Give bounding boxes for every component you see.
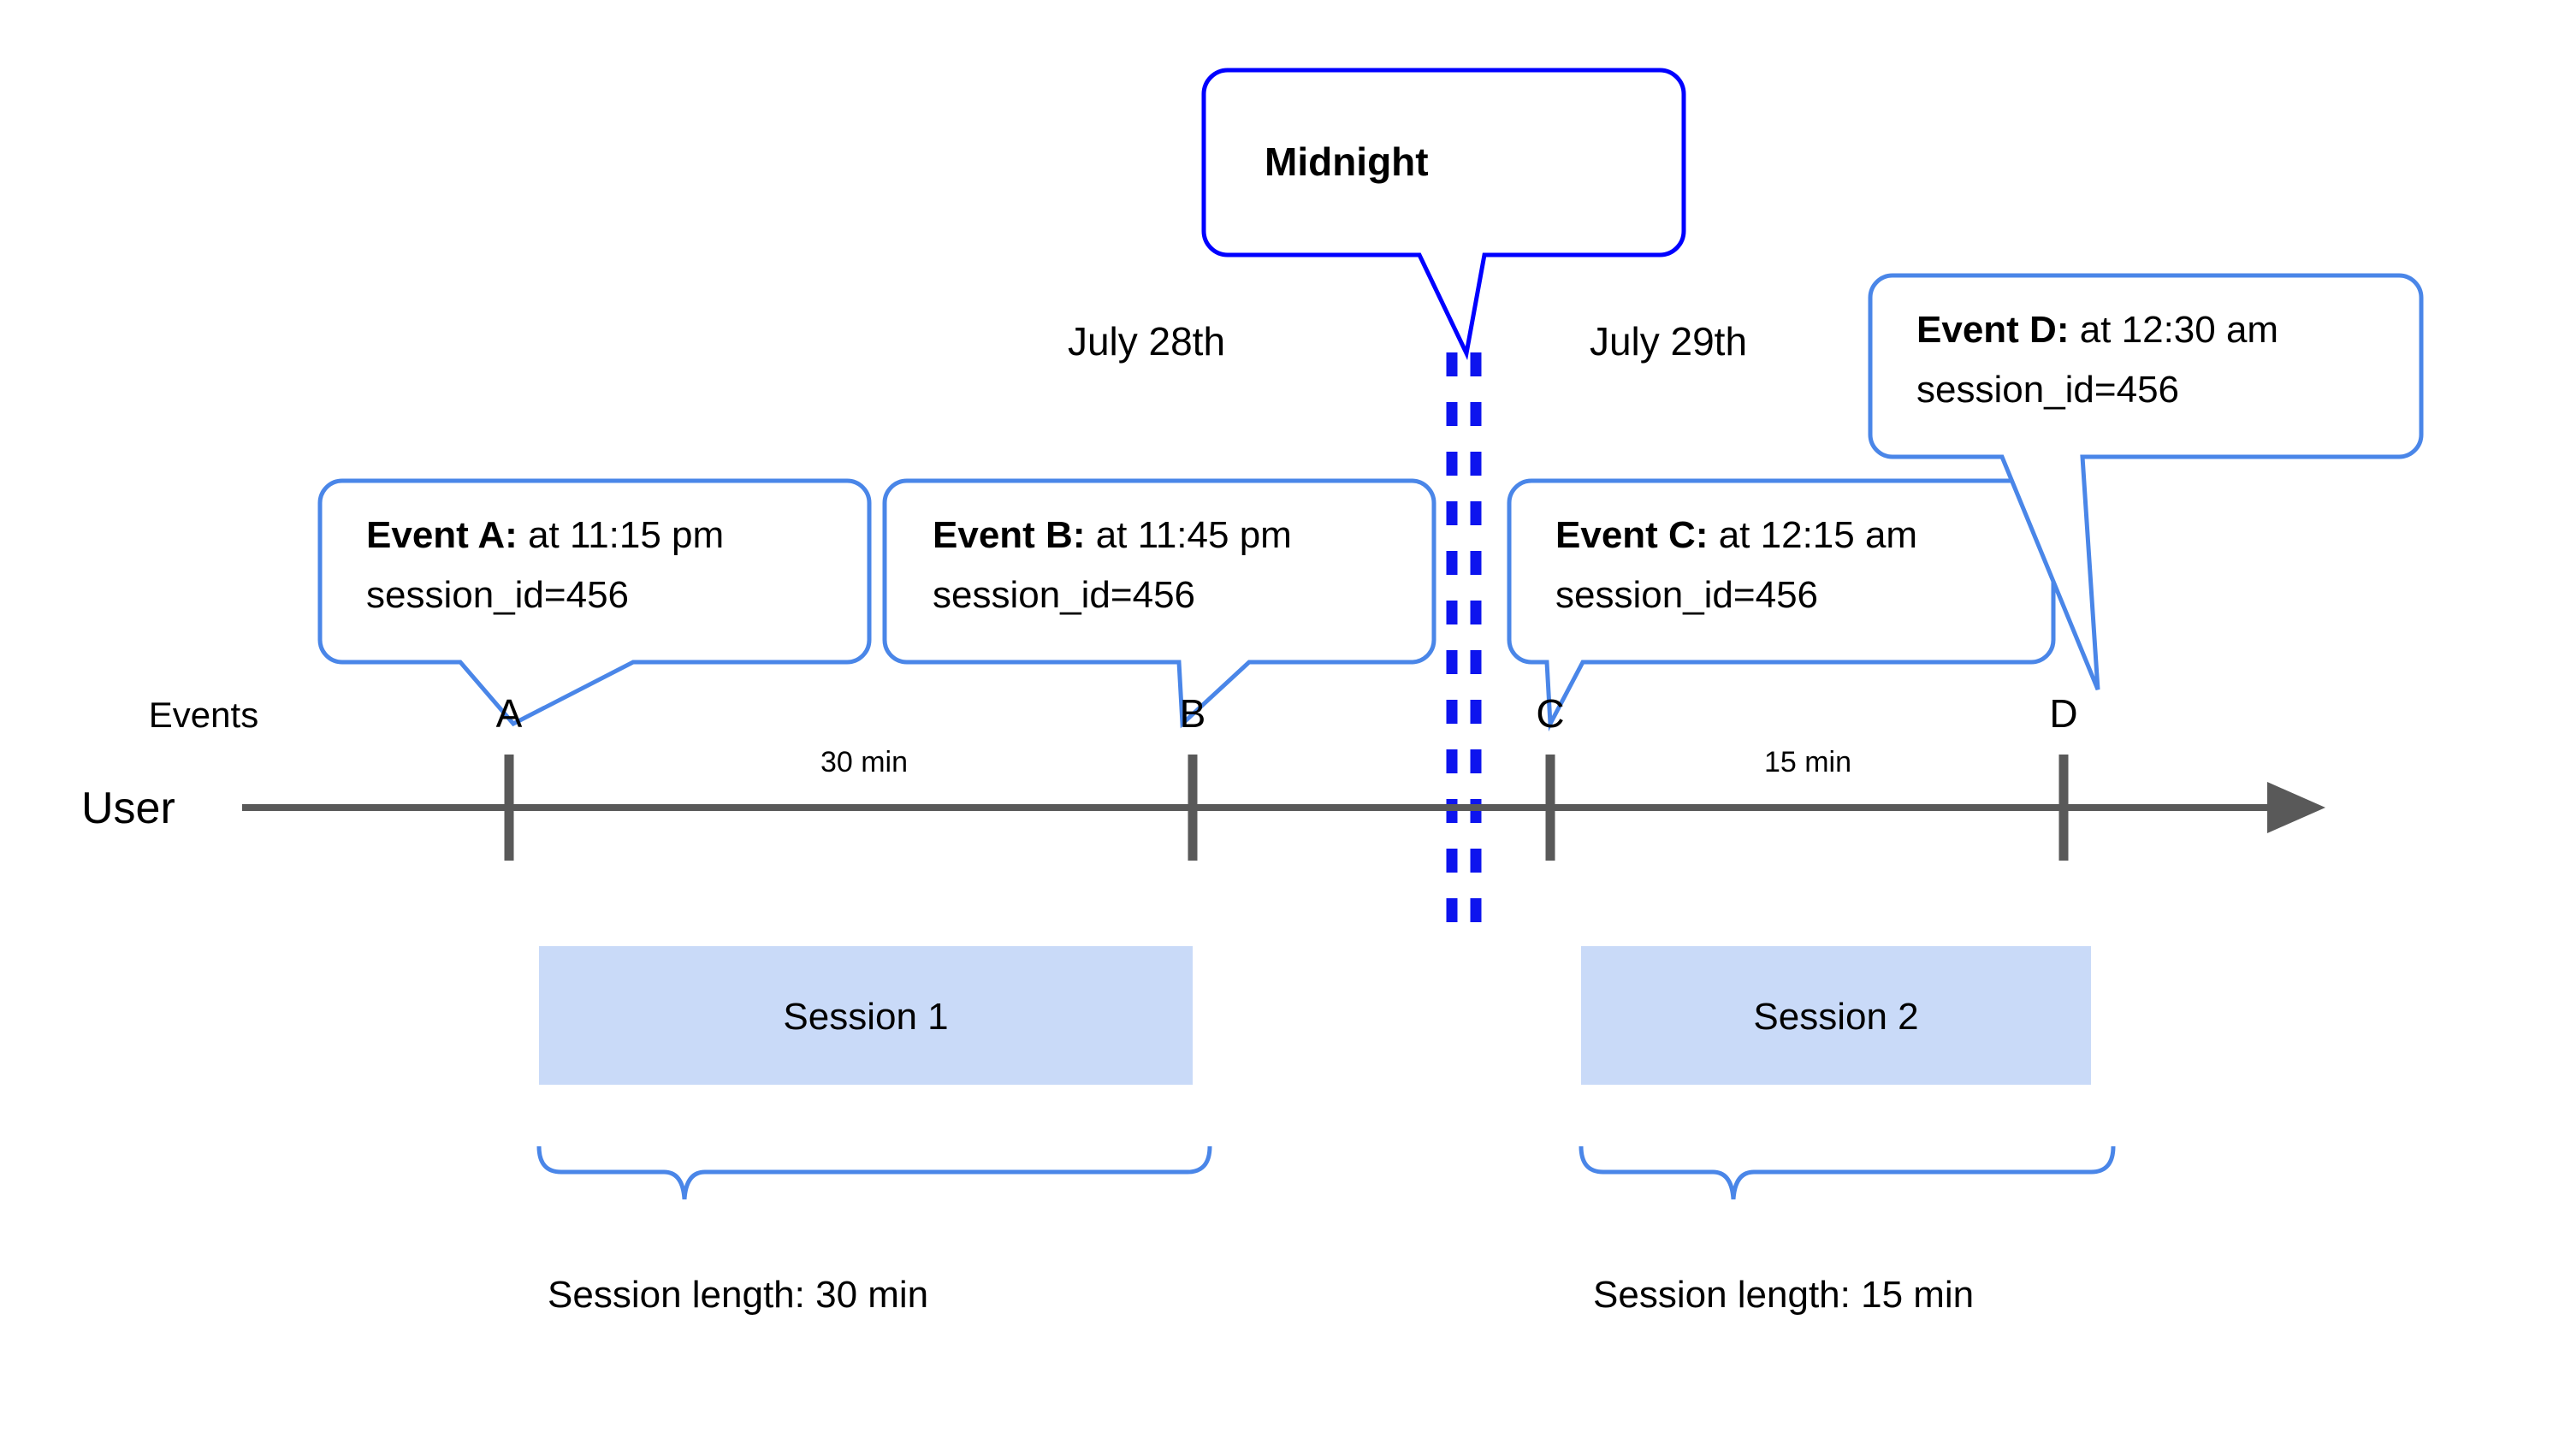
date-label-july-29: July 29th [1590,319,1747,364]
events-lane-label: Events [149,695,258,735]
event-marker-letter-b: B [1180,691,1206,736]
session-1-bar: Session 1 [539,946,1193,1085]
event-a-line1: Event A: at 11:15 pm [366,514,724,556]
event-marker-letter-d: D [2049,691,2077,736]
midnight-dashed-lines [1446,352,1482,934]
event-d-bold: Event D: [1916,309,2069,351]
user-lane-label: User [81,784,175,833]
midnight-label: Midnight [1265,139,1429,184]
event-a-rest: at 11:15 pm [518,514,724,556]
session-2-brace [1579,1145,2116,1200]
event-c-callout: Event C: at 12:15 am session_id=456 [1507,478,2056,732]
gap-label-15-min: 15 min [1764,746,1851,778]
session-1-length-label: Session length: 30 min [548,1274,928,1316]
session-2-brace-group: Session length: 15 min [1579,1145,2116,1316]
event-a-callout-shape [317,478,872,727]
gap-label-30-min: 30 min [820,746,908,778]
session-1-rect [539,946,1193,1085]
midnight-callout: Midnight [1201,68,1686,361]
timeline-arrow-head [2267,782,2325,833]
event-c-bold: Event C: [1555,514,1708,556]
event-marker-letter-c: C [1536,691,1564,736]
session-2-rect [1581,946,2091,1085]
timeline-axis [242,755,2325,861]
event-a-bold: Event A: [366,514,518,556]
event-c-line2: session_id=456 [1555,574,1818,616]
session-2-bar: Session 2 [1581,946,2091,1085]
event-b-rest: at 11:45 pm [1085,514,1291,556]
event-c-line1: Event C: at 12:15 am [1555,514,1917,556]
event-a-line2: session_id=456 [366,574,629,616]
event-a-callout: Event A: at 11:15 pm session_id=456 [317,478,872,727]
session-1-brace [536,1145,1212,1200]
session-2-label: Session 2 [1753,996,1918,1038]
event-marker-letter-a: A [496,691,523,736]
session-2-length-label: Session length: 15 min [1593,1274,1974,1316]
event-b-callout: Event B: at 11:45 pm session_id=456 [882,478,1436,729]
event-d-line2: session_id=456 [1916,369,2179,411]
event-b-line2: session_id=456 [933,574,1195,616]
session-1-brace-group: Session length: 30 min [536,1145,1212,1316]
session-1-label: Session 1 [783,996,948,1038]
event-b-callout-shape [882,478,1436,729]
event-d-callout: Event D: at 12:30 am session_id=456 [1868,273,2424,690]
date-label-july-28: July 28th [1068,319,1225,364]
event-c-rest: at 12:15 am [1708,514,1917,556]
event-d-rest: at 12:30 am [2069,309,2278,351]
event-b-bold: Event B: [933,514,1085,556]
event-b-line1: Event B: at 11:45 pm [933,514,1292,556]
midnight-callout-shape [1201,68,1686,361]
event-d-callout-shape [1868,273,2424,690]
event-d-line1: Event D: at 12:30 am [1916,309,2278,351]
